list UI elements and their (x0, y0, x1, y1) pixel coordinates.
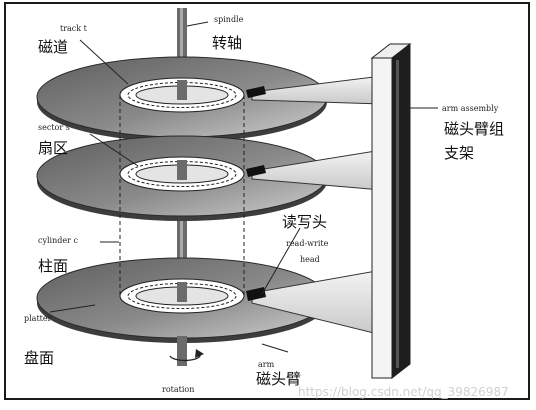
spindle-bottom (177, 336, 187, 366)
read-write-head-label-zh: 读写头 (282, 213, 327, 231)
platter-label-zh: 盘面 (24, 349, 54, 367)
spindle-label-zh: 转轴 (212, 34, 242, 52)
track-label-zh: 磁道 (38, 38, 68, 56)
sector-label-en: sector s (38, 123, 70, 132)
cylinder-label-en: cylinder c (38, 236, 78, 245)
read-write-head-label-en-1: read-write (286, 239, 329, 248)
arm-assembly-column (370, 42, 412, 380)
spindle-label-en: spindle (214, 15, 244, 24)
track-label-en: track t (60, 24, 88, 33)
watermark-text: https://blog.csdn.net/qq_39826987 (298, 385, 509, 399)
cylinder-lines (119, 95, 245, 296)
arm-assembly-label-zh-1: 磁头臂组 (444, 120, 504, 138)
cylinder-label-zh: 柱面 (38, 257, 68, 275)
arm-label-zh: 磁头臂 (256, 370, 301, 388)
rotation-arrow (169, 349, 204, 362)
read-write-heads (246, 86, 266, 301)
arm-assembly-label-en: arm assembly (442, 104, 499, 113)
diagram-frame (4, 2, 530, 400)
platter-2 (36, 135, 328, 221)
rotation-label-en: rotation (162, 385, 194, 394)
arm-label-en: arm (258, 360, 275, 369)
read-write-head-label-en-2: head (300, 255, 320, 264)
platter-3 (36, 257, 328, 343)
arm-assembly-label-zh-2: 支架 (444, 144, 474, 162)
sector-label-zh: 扇区 (38, 139, 68, 157)
leader-lines (49, 21, 438, 353)
platter-1 (36, 56, 328, 142)
platter-label-en: platter (24, 314, 52, 323)
